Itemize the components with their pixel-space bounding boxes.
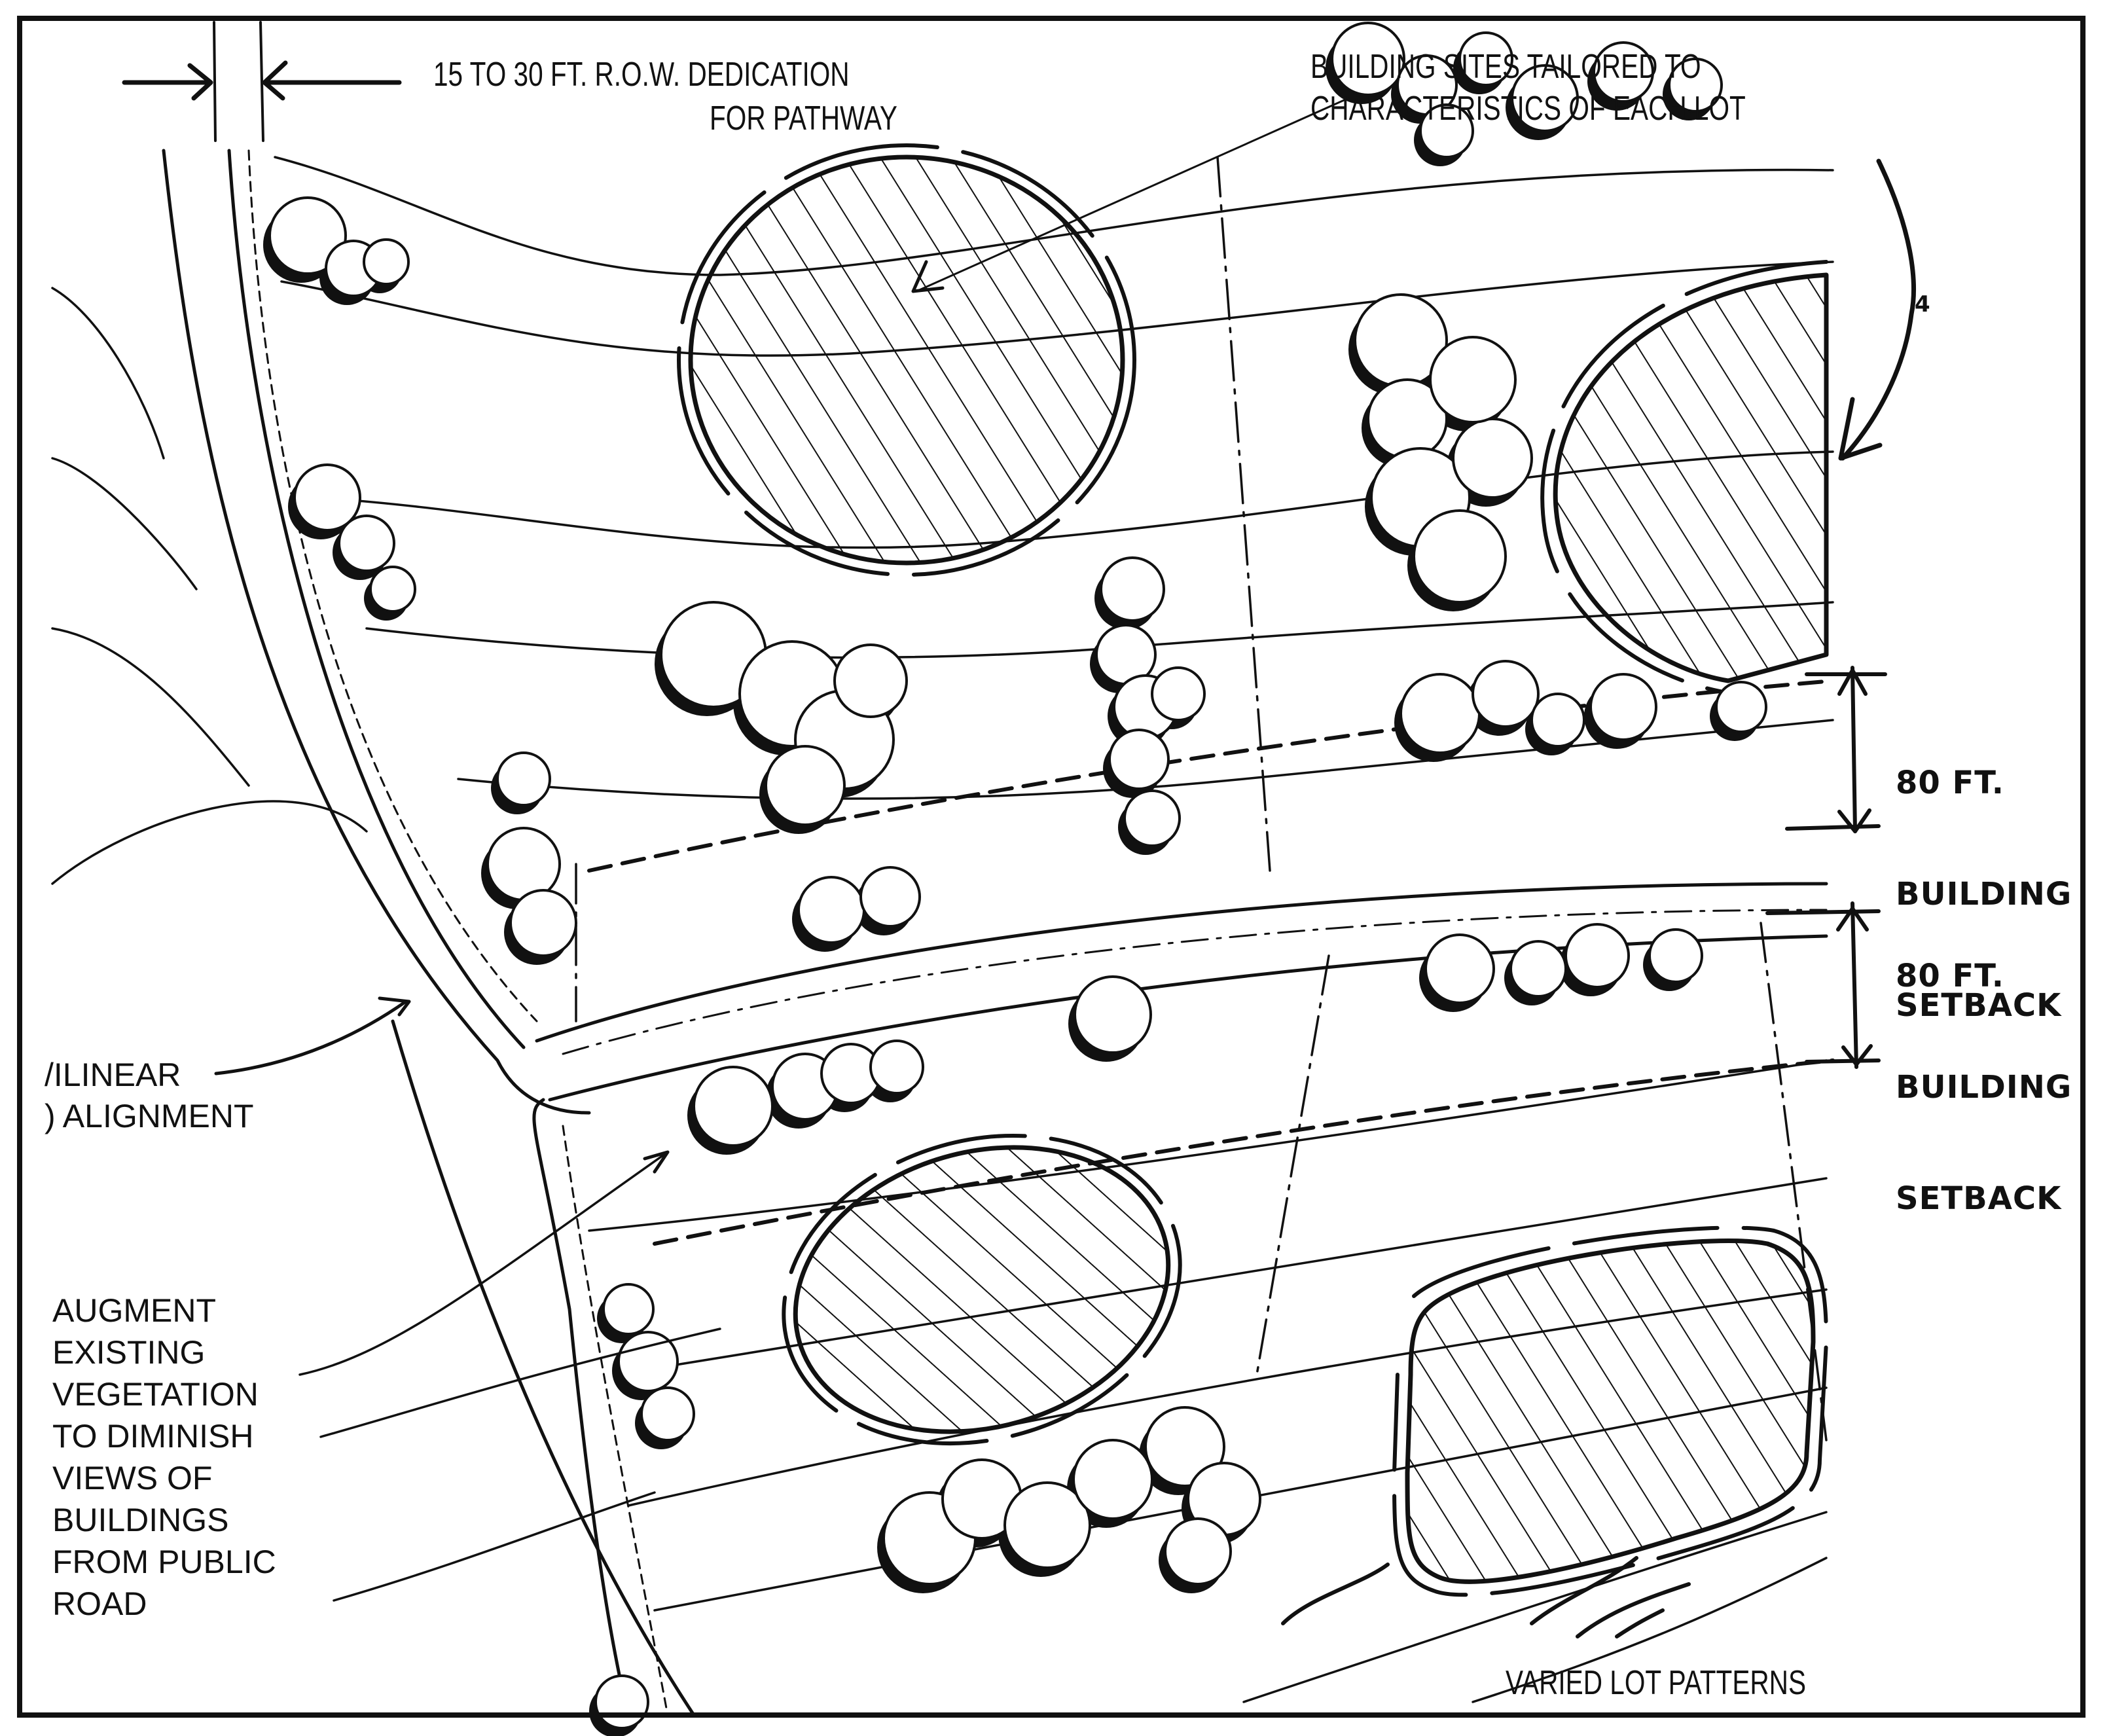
leader-varied-lots xyxy=(1281,1556,1691,1638)
public-road xyxy=(162,149,696,1717)
tree-canopy xyxy=(509,889,577,957)
tree-canopy xyxy=(1509,940,1567,998)
tree-canopy xyxy=(1589,673,1657,741)
tree-canopy xyxy=(1648,928,1703,983)
marker-number-label: 4 xyxy=(1915,291,1931,317)
tree-canopy xyxy=(1164,1517,1232,1585)
building-sites-label-line1: BUILDING SITES TAILORED TO xyxy=(1310,48,1701,86)
setback-upper-line3: SETBACK xyxy=(1896,987,2062,1024)
tree-canopy xyxy=(1452,418,1533,499)
setback-lower-label: 80 FT. BUILDING SETBACK xyxy=(1896,884,2072,1254)
tree-canopy xyxy=(1100,556,1165,622)
tree-canopy xyxy=(765,745,846,826)
augment-label-line: AUGMENT xyxy=(52,1292,216,1329)
tree-canopy xyxy=(369,566,416,613)
tree-canopy xyxy=(1413,509,1507,604)
tree-canopy xyxy=(1472,660,1540,728)
tree-canopy xyxy=(869,1040,924,1094)
setback-upper-line2: BUILDING xyxy=(1896,876,2072,913)
augment-label-line: VIEWS OF xyxy=(52,1460,213,1496)
tree-canopy xyxy=(1331,22,1405,96)
leader-curvilinear xyxy=(214,996,411,1076)
tree-canopy xyxy=(1668,58,1723,113)
setback-dimension-lower xyxy=(1765,901,1881,1069)
augment-label-line: TO DIMINISH xyxy=(52,1418,254,1455)
tree-canopy xyxy=(594,1674,649,1729)
tree-canopy xyxy=(617,1331,679,1392)
tree-canopy xyxy=(486,827,561,901)
pathway-row-lines xyxy=(213,21,264,142)
building-site-4 xyxy=(1392,1225,1828,1597)
tree-canopy xyxy=(1564,923,1630,988)
setback-upper-line1: 80 FT. xyxy=(1896,765,2004,802)
augment-label-line: EXISTING xyxy=(52,1334,206,1371)
setback-dimension-upper xyxy=(1785,666,1887,833)
building-site-3 xyxy=(782,1133,1182,1446)
curvilinear-label-line2: ) ALIGNMENT xyxy=(45,1098,254,1134)
setback-upper-label: 80 FT. BUILDING SETBACK xyxy=(1896,691,2072,1061)
augment-label-line: FROM PUBLIC xyxy=(52,1544,276,1580)
tree-canopy xyxy=(1003,1481,1091,1569)
tree-canopy xyxy=(1530,693,1585,748)
tree-canopy xyxy=(602,1283,655,1335)
tree-canopy xyxy=(1151,666,1206,721)
tree-canopy xyxy=(1144,1406,1225,1487)
tree-canopy xyxy=(1424,933,1495,1004)
leader-augment xyxy=(298,1150,721,1602)
tree-canopy xyxy=(1072,1439,1153,1520)
varied-lot-patterns-label: VARIED LOT PATTERNS xyxy=(1506,1664,1807,1702)
row-dedication-label-line1: 15 TO 30 FT. R.O.W. DEDICATION xyxy=(433,56,850,94)
tree-canopy xyxy=(1074,975,1152,1054)
tree-canopy xyxy=(338,515,395,572)
tree-canopy xyxy=(1429,336,1517,424)
tree-canopy xyxy=(1108,729,1170,790)
building-site-2 xyxy=(1540,260,1829,696)
tree-canopy xyxy=(293,463,361,532)
tree-canopy xyxy=(268,196,347,275)
tree-canopy xyxy=(1593,41,1654,103)
augment-label-line: VEGETATION xyxy=(52,1376,259,1413)
tree-canopy xyxy=(859,866,921,928)
tree-canopy xyxy=(1400,673,1481,754)
setback-lower-line2: BUILDING xyxy=(1896,1069,2072,1106)
tree-canopy xyxy=(363,238,410,285)
tree-canopy xyxy=(1458,31,1513,86)
row-dimension-arrows xyxy=(122,60,402,101)
setback-lower-line1: 80 FT. xyxy=(1896,958,2004,995)
curvilinear-label-line1: /ILINEAR xyxy=(45,1057,181,1093)
tree-canopy xyxy=(833,643,908,718)
augment-vegetation-label: AUGMENT EXISTING VEGETATION TO DIMINISH VIEW… xyxy=(52,1290,276,1625)
leader-building-sites xyxy=(911,97,1350,293)
lot-lines xyxy=(575,156,1828,1441)
tree-canopy xyxy=(693,1066,774,1147)
augment-label-line: BUILDINGS xyxy=(52,1502,229,1538)
tree-canopy xyxy=(1511,64,1579,132)
tree-canopy xyxy=(1123,789,1181,847)
tree-canopy xyxy=(797,876,865,944)
leader-marker-4-arrow xyxy=(1838,158,1916,461)
setback-lower-line3: SETBACK xyxy=(1896,1180,2062,1217)
row-dedication-label-line2: FOR PATHWAY xyxy=(710,99,897,137)
tree-canopy xyxy=(1715,681,1767,733)
tree-canopy xyxy=(496,751,551,806)
building-site-1 xyxy=(677,143,1136,577)
trees xyxy=(263,22,1767,1736)
tree-canopy xyxy=(1419,103,1474,158)
tree-canopy xyxy=(640,1386,695,1441)
building-sites-label-line2: CHARACTERISTICS OF EACH LOT xyxy=(1310,90,1746,128)
augment-label-line: ROAD xyxy=(52,1585,147,1622)
